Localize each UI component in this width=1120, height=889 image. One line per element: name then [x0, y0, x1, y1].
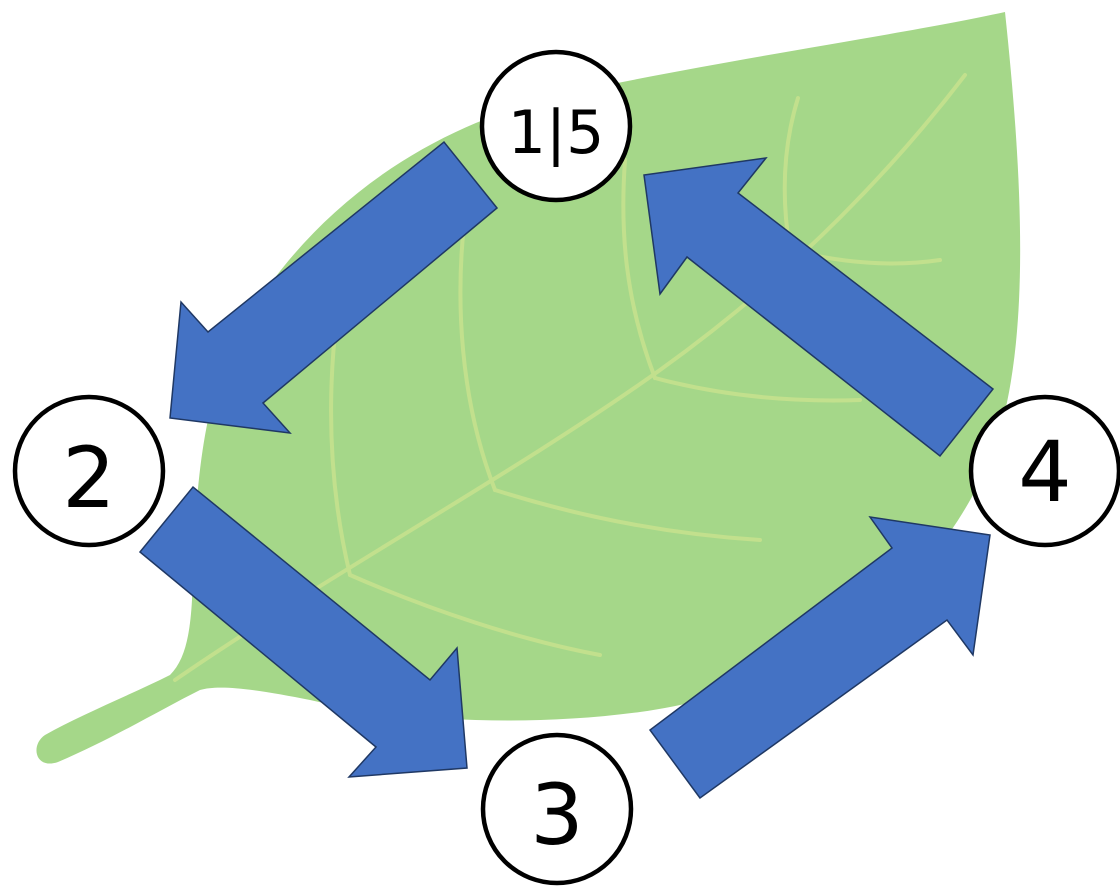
arrows	[138, 140, 995, 800]
node-4: 4	[968, 394, 1120, 548]
leaf-vein	[621, 158, 657, 380]
leaf-vein	[653, 376, 862, 403]
node-2: 2	[12, 394, 166, 548]
node-3: 3	[480, 732, 634, 886]
node-circle	[968, 394, 1120, 548]
arrow-2-to-3	[138, 485, 468, 778]
node-circle	[479, 49, 633, 203]
node-1-5: 1|5	[479, 49, 633, 203]
leaf-vein	[458, 213, 497, 492]
node-label: 2	[62, 429, 115, 527]
leaf-vein	[348, 573, 602, 657]
node-label: 1|5	[508, 98, 605, 168]
leaf-vein	[493, 488, 762, 542]
leaf-vein	[782, 96, 800, 252]
arrow-1-5-to-2	[169, 140, 499, 434]
arrow-3-to-4	[648, 515, 991, 800]
nodes: 1|5 2 3 4	[12, 49, 1120, 886]
arrow-4-to-1-5	[643, 156, 995, 458]
node-circle	[12, 394, 166, 548]
node-circle	[480, 732, 634, 886]
node-label: 4	[1018, 423, 1071, 521]
node-label: 3	[530, 766, 583, 864]
